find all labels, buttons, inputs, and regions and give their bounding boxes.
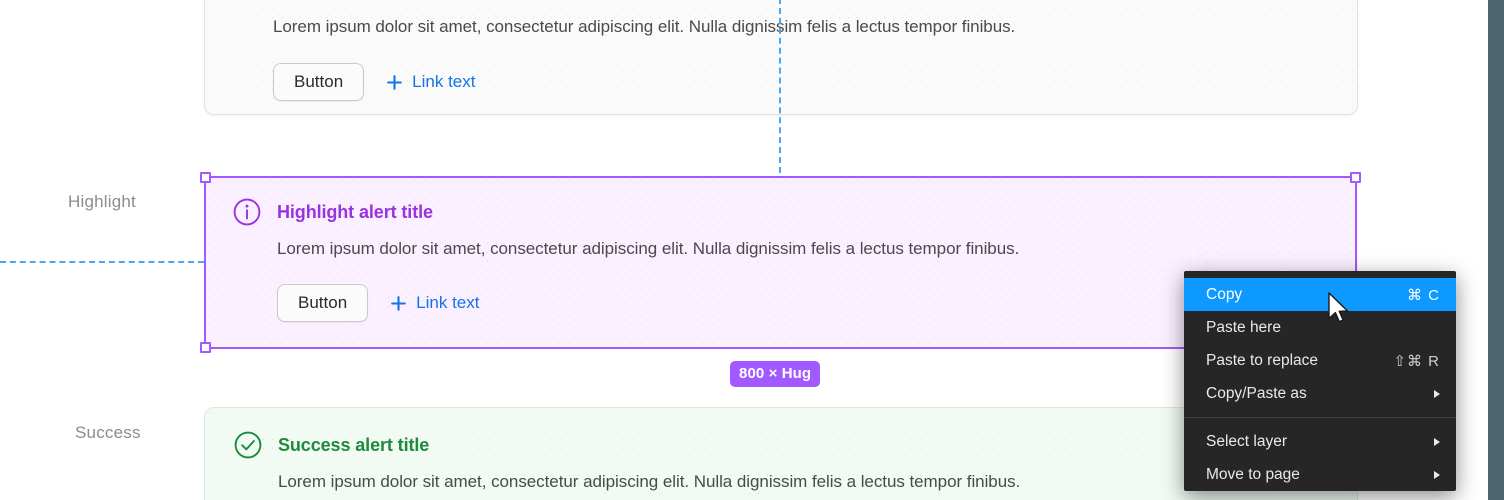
- menu-item-copy[interactable]: Copy ⌘ C: [1184, 278, 1456, 311]
- alert-button-highlight[interactable]: Button: [277, 284, 369, 322]
- row-label-highlight: Highlight: [68, 192, 136, 211]
- context-menu[interactable]: Copy ⌘ C Paste here Paste to replace ⇧⌘ …: [1184, 271, 1456, 491]
- alert-body-neutral: Lorem ipsum dolor sit amet, consectetur …: [273, 17, 1016, 36]
- plus-icon: [387, 74, 403, 90]
- right-panel-strip: [1488, 0, 1504, 500]
- menu-item-paste-to-replace[interactable]: Paste to replace ⇧⌘ R: [1184, 344, 1456, 377]
- row-label-success: Success: [75, 423, 141, 442]
- check-circle-icon: [234, 431, 262, 459]
- alert-link-highlight[interactable]: Link text: [390, 293, 479, 313]
- menu-item-label: Paste here: [1206, 318, 1281, 336]
- alert-button-neutral[interactable]: Button: [273, 63, 365, 101]
- alert-body-success: Lorem ipsum dolor sit amet, consectetur …: [278, 472, 1021, 491]
- menu-item-label: Select layer: [1206, 432, 1287, 450]
- alert-link-neutral[interactable]: Link text: [386, 72, 475, 92]
- menu-separator: [1184, 417, 1456, 418]
- selection-size-badge: 800 × Hug: [730, 361, 821, 387]
- menu-item-label: Copy: [1206, 285, 1243, 303]
- alert-title-success: Success alert title: [278, 434, 430, 455]
- chevron-right-icon: [1434, 470, 1440, 479]
- info-circle-icon: [233, 198, 261, 226]
- alert-card-neutral[interactable]: Lorem ipsum dolor sit amet, consectetur …: [204, 0, 1358, 115]
- chevron-right-icon: [1434, 437, 1440, 446]
- menu-item-select-layer[interactable]: Select layer: [1184, 425, 1456, 458]
- alert-link-label-highlight: Link text: [416, 293, 480, 312]
- alert-link-label-neutral: Link text: [412, 72, 476, 91]
- menu-item-shortcut: ⌘ C: [1407, 286, 1440, 304]
- menu-item-shortcut: ⇧⌘ R: [1393, 352, 1440, 370]
- alert-title-highlight: Highlight alert title: [277, 201, 433, 222]
- menu-item-move-to-page[interactable]: Move to page: [1184, 458, 1456, 491]
- plus-icon: [391, 295, 407, 311]
- smart-guide-vertical: [779, 0, 781, 173]
- menu-item-label: Paste to replace: [1206, 351, 1319, 369]
- menu-item-copy-paste-as[interactable]: Copy/Paste as: [1184, 377, 1456, 410]
- alert-body-highlight: Lorem ipsum dolor sit amet, consectetur …: [277, 239, 1020, 258]
- menu-item-paste-here[interactable]: Paste here: [1184, 311, 1456, 344]
- smart-guide-horizontal: [0, 261, 204, 263]
- menu-item-label: Move to page: [1206, 465, 1300, 483]
- menu-item-label: Copy/Paste as: [1206, 384, 1307, 402]
- chevron-right-icon: [1434, 389, 1440, 398]
